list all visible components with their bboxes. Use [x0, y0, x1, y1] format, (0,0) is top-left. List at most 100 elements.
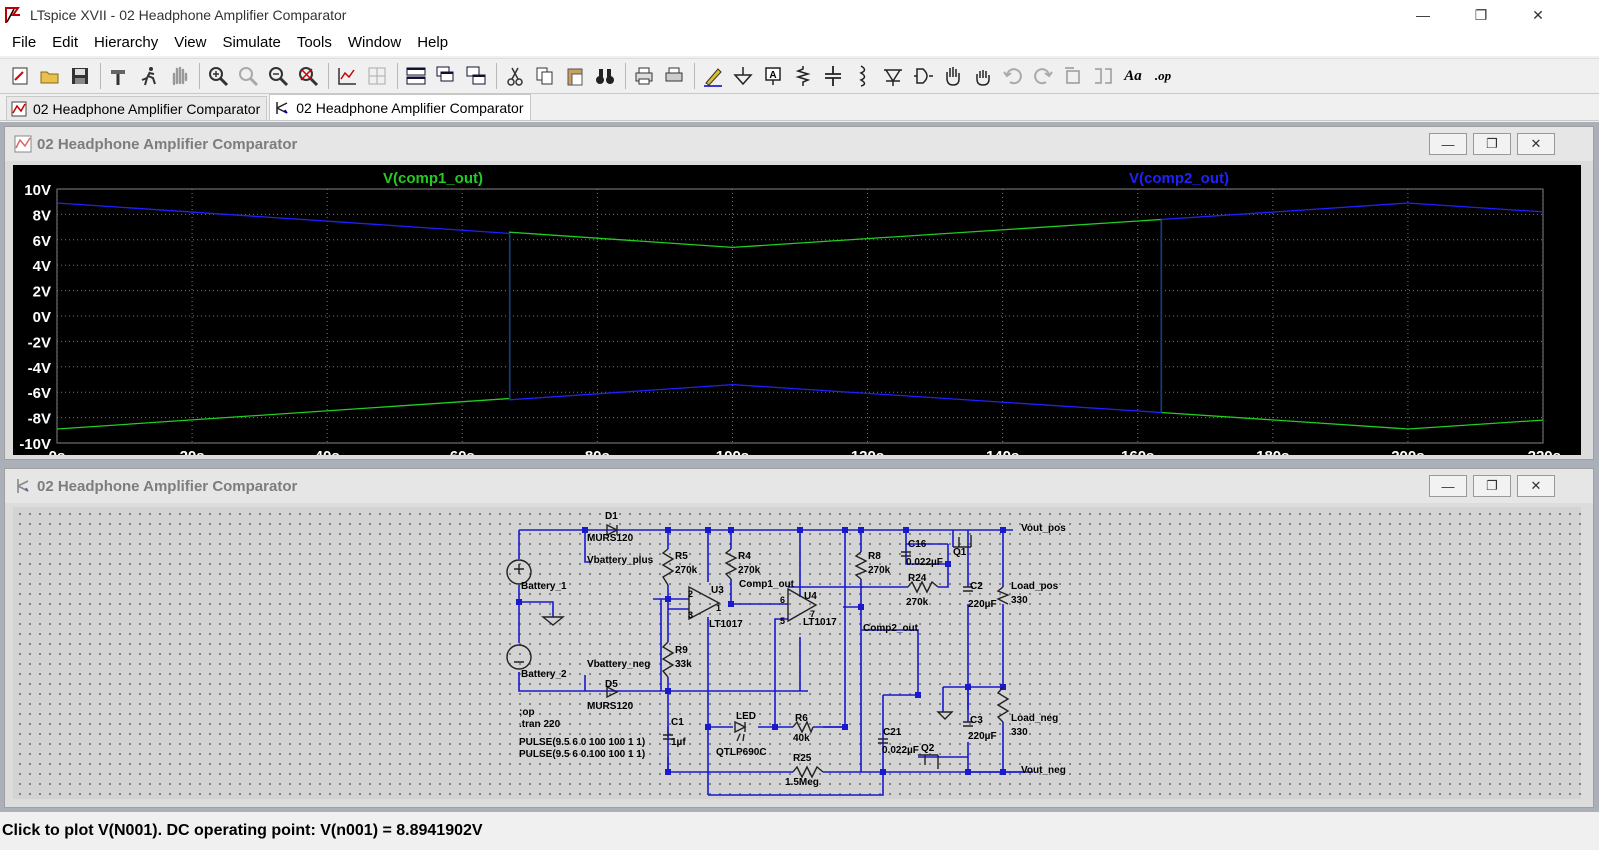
menu-window[interactable]: Window	[347, 34, 402, 51]
waveform-plot[interactable]: 10V8V6V4V2V0V-2V-4V-6V-8V-10V0s20s40s60s…	[13, 165, 1581, 465]
x-tick-label: 160s	[1121, 448, 1154, 455]
move-hand-icon	[946, 67, 960, 86]
x-tick-label: 100s	[716, 448, 749, 455]
cascade-button[interactable]	[432, 62, 460, 90]
zoom-in-button[interactable]	[204, 62, 232, 90]
undo-button[interactable]	[999, 62, 1027, 90]
waveform-window-titlebar[interactable]: 02 Headphone Amplifier Comparator	[5, 127, 1593, 161]
running-man-icon	[141, 67, 156, 86]
x-tick-label: 0s	[49, 448, 66, 455]
spice-directive-button[interactable]: .op	[1149, 62, 1177, 90]
zoom-pan-button[interactable]	[234, 62, 262, 90]
redo-button[interactable]	[1029, 62, 1057, 90]
schematic-window-titlebar[interactable]: 02 Headphone Amplifier Comparator	[5, 469, 1593, 503]
ground-button[interactable]	[729, 62, 757, 90]
schematic-minimize-button[interactable]: —	[1429, 475, 1467, 497]
rotate-button[interactable]	[1059, 62, 1087, 90]
label-u4-pin7: 7	[810, 609, 815, 619]
title-bar: LTspice XVII - 02 Headphone Amplifier Co…	[0, 0, 1599, 30]
autorange-button[interactable]	[333, 62, 361, 90]
copy-button[interactable]	[531, 62, 559, 90]
print-button[interactable]	[630, 62, 658, 90]
label-led: LED	[736, 711, 756, 722]
label-comp2-out: Comp2_out	[863, 623, 919, 634]
y-tick-label: 2V	[33, 284, 51, 301]
open-button[interactable]	[36, 62, 64, 90]
redo-icon	[1034, 68, 1053, 85]
zoom-pan-icon	[239, 67, 259, 87]
text-button[interactable]: Aa	[1119, 62, 1147, 90]
waveform-close-button[interactable]: ✕	[1517, 133, 1555, 155]
label-c3: C3	[970, 715, 983, 726]
x-tick-label: 60s	[450, 448, 475, 455]
close-button[interactable]: ✕	[1532, 6, 1544, 23]
menu-view[interactable]: View	[174, 34, 207, 51]
label-net-button[interactable]: A	[759, 62, 787, 90]
save-button[interactable]	[66, 62, 94, 90]
restore-button[interactable]: ❐	[1474, 6, 1488, 23]
paste-button[interactable]	[561, 62, 589, 90]
schematic-window: 02 Headphone Amplifier Comparator — ❐ ✕	[4, 468, 1594, 808]
label-d1-model: MURS120	[587, 533, 634, 544]
label-c1-value: 1µf	[671, 737, 686, 748]
schematic-canvas[interactable]: D1 MURS120 Vbattery_plus Battery_1 Batte…	[13, 507, 1581, 799]
minimize-button[interactable]: —	[1416, 7, 1430, 23]
move-button[interactable]	[939, 62, 967, 90]
print-preview-icon	[665, 67, 683, 82]
menu-hierarchy[interactable]: Hierarchy	[94, 34, 159, 51]
schematic-drawing[interactable]: D1 MURS120 Vbattery_plus Battery_1 Batte…	[13, 507, 1581, 799]
schematic-close-button[interactable]: ✕	[1517, 475, 1555, 497]
mirror-button[interactable]	[1089, 62, 1117, 90]
x-tick-label: 40s	[315, 448, 340, 455]
tile-horizontal-button[interactable]	[402, 62, 430, 90]
print-preview-button[interactable]	[660, 62, 688, 90]
halt-button[interactable]	[165, 62, 193, 90]
tile-vertical-button[interactable]	[462, 62, 490, 90]
diode-button[interactable]	[879, 62, 907, 90]
resistor-button[interactable]	[789, 62, 817, 90]
capacitor-button[interactable]	[819, 62, 847, 90]
waveform-icon	[14, 135, 32, 153]
label-op-directive: ;op	[519, 707, 535, 718]
menu-help[interactable]: Help	[417, 34, 449, 51]
toolbar-separator	[397, 63, 398, 89]
tile-windows-icon	[466, 66, 486, 85]
waveform-chart[interactable]: 10V8V6V4V2V0V-2V-4V-6V-8V-10V0s20s40s60s…	[13, 165, 1581, 465]
draw-wire-button[interactable]	[699, 62, 727, 90]
label-c21-value: 0.022µF	[882, 745, 919, 756]
label-r6-value: 40k	[793, 733, 810, 744]
ltspice-logo-icon	[5, 7, 20, 23]
menu-simulate[interactable]: Simulate	[222, 34, 281, 51]
inductor-button[interactable]	[849, 62, 877, 90]
y-tick-label: -2V	[28, 334, 51, 351]
waveform-maximize-button[interactable]: ❐	[1473, 133, 1511, 155]
menu-file[interactable]: File	[12, 34, 37, 51]
tab-waveform[interactable]: 02 Headphone Amplifier Comparator	[6, 96, 268, 120]
label-c1: C1	[671, 717, 684, 728]
schematic-maximize-button[interactable]: ❐	[1473, 475, 1511, 497]
plot-settings-button[interactable]	[363, 62, 391, 90]
component-button[interactable]	[909, 62, 937, 90]
label-c2: C2	[970, 581, 983, 592]
zoom-out-button[interactable]	[264, 62, 292, 90]
menu-tools[interactable]: Tools	[296, 34, 332, 51]
tab-schematic[interactable]: 02 Headphone Amplifier Comparator	[269, 94, 531, 120]
diode-icon	[884, 69, 902, 86]
y-tick-label: -4V	[28, 360, 51, 377]
tab-waveform-label: 02 Headphone Amplifier Comparator	[33, 100, 261, 117]
toolbar-separator	[199, 63, 200, 89]
run-button[interactable]	[135, 62, 163, 90]
label-u4: U4	[804, 591, 817, 602]
drag-button[interactable]	[969, 62, 997, 90]
document-tabs: 02 Headphone Amplifier Comparator 02 Hea…	[0, 94, 1599, 121]
waveform-minimize-button[interactable]: —	[1429, 133, 1467, 155]
menu-edit[interactable]: Edit	[52, 34, 79, 51]
find-button[interactable]	[591, 62, 619, 90]
zoom-fit-button[interactable]	[294, 62, 322, 90]
component-gate-icon	[914, 68, 933, 84]
label-pulse-2: PULSE(9.5 6 0.100 100 1 1)	[519, 749, 645, 760]
control-panel-button[interactable]	[105, 62, 133, 90]
cut-button[interactable]	[501, 62, 529, 90]
new-schematic-button[interactable]	[6, 62, 34, 90]
x-tick-label: 140s	[986, 448, 1019, 455]
